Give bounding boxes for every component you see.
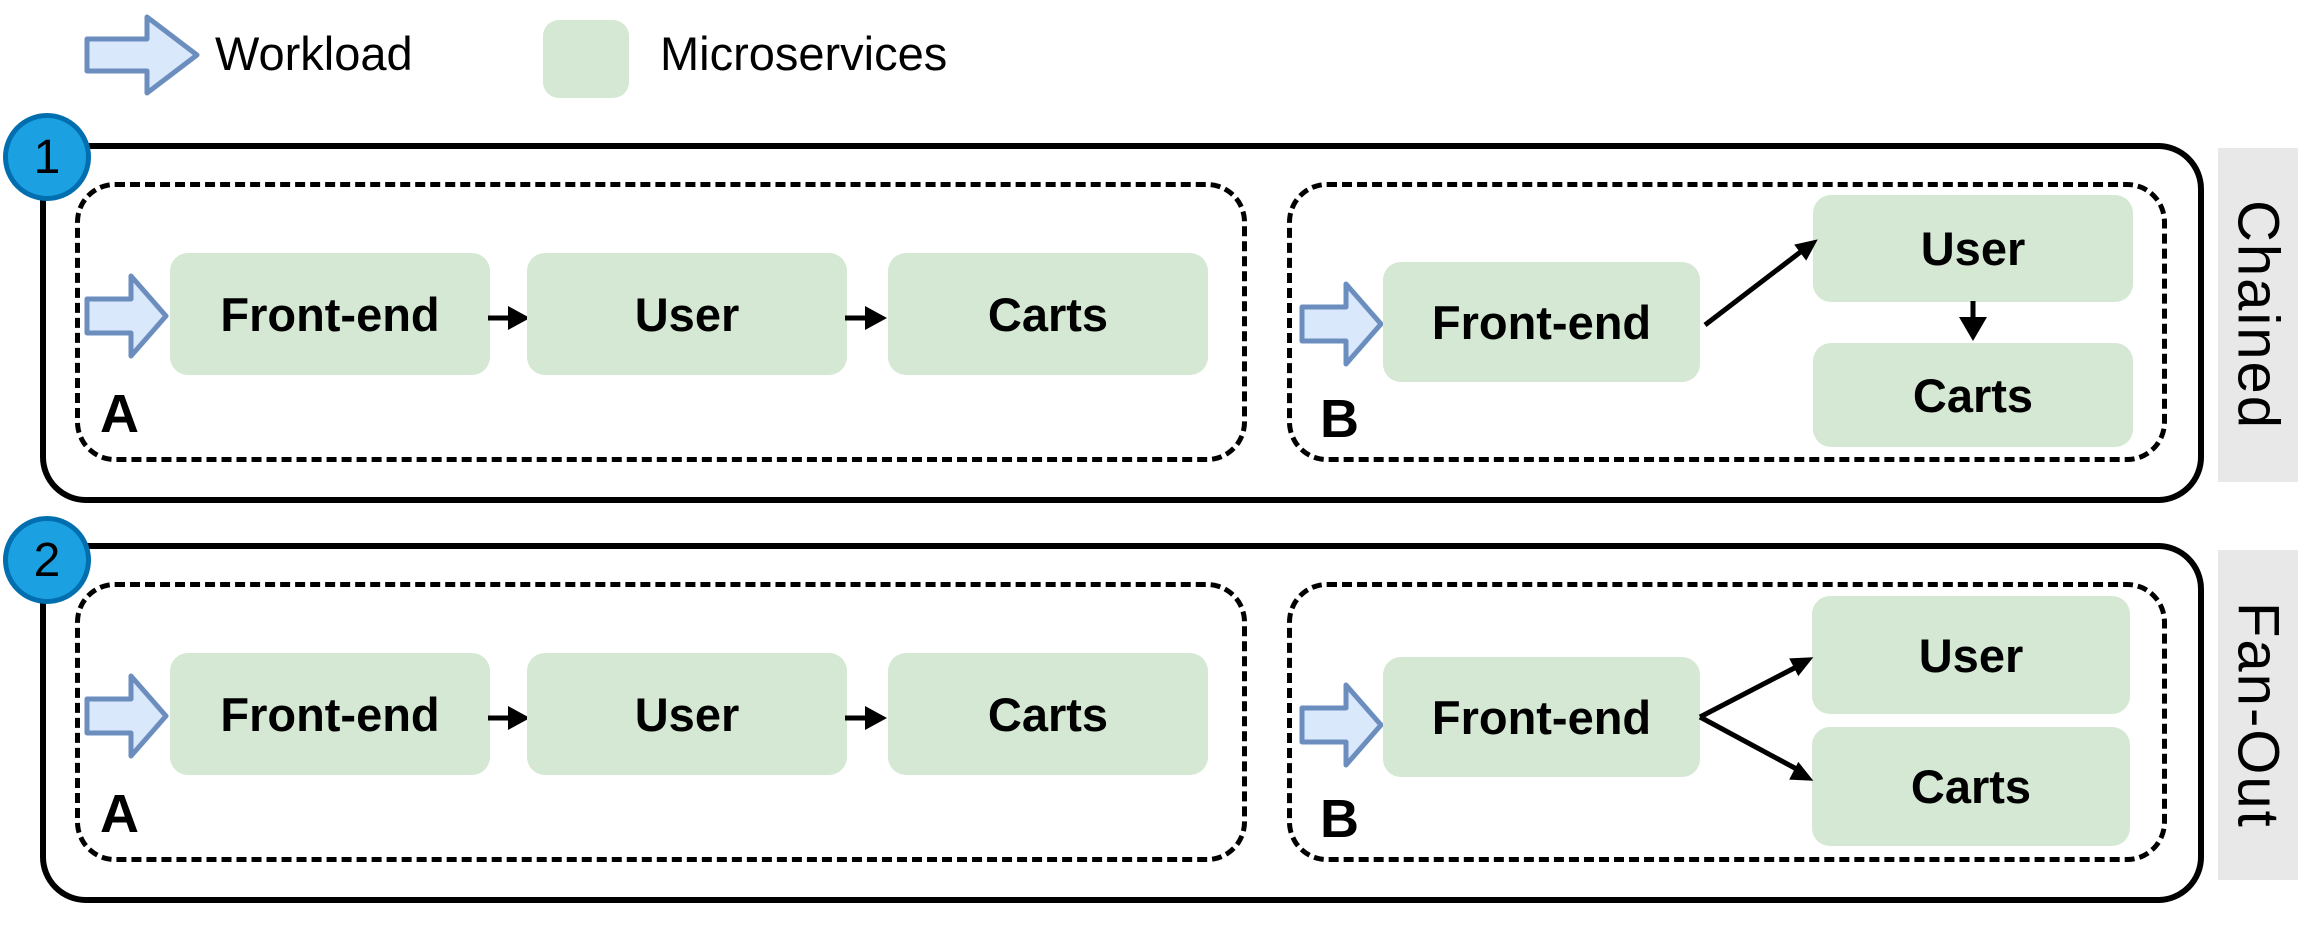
arrow-down-icon [1959,301,1987,341]
service-node-carts: Carts [1812,727,2130,846]
arrow-right-icon [488,306,530,330]
workload-arrow-icon [84,673,169,759]
service-node-user: User [527,653,847,775]
group-label: A [100,384,139,444]
arrow-right-icon [488,706,530,730]
group-2a: Front-end User Carts A [75,582,1247,862]
service-node-front-end: Front-end [170,653,490,775]
service-node-user: User [1813,195,2133,302]
arrow-right-icon [845,706,887,730]
group-label: A [100,784,139,844]
workload-arrow-icon [1299,682,1384,768]
group-1b: Front-end User Carts B [1287,182,2167,462]
service-node-carts: Carts [1813,343,2133,447]
service-node-carts: Carts [888,253,1208,375]
service-node-front-end: Front-end [1383,262,1700,382]
group-2b: Front-end User Carts B [1287,582,2167,862]
legend-microservices-label: Microservices [660,27,948,80]
service-node-front-end: Front-end [170,253,490,375]
service-node-carts: Carts [888,653,1208,775]
arrow-right-icon [845,306,887,330]
microservice-swatch-icon [543,20,629,98]
panel-1-number-badge: 1 [3,113,91,201]
panel-fan-out: Front-end User Carts A Front-end User Ca… [40,543,2204,903]
arrow-up-right-icon [1703,239,1818,327]
workload-arrow-icon [84,273,169,359]
legend-workload-label: Workload [215,27,413,80]
group-1a: Front-end User Carts A [75,182,1247,462]
panel-chained: Front-end User Carts A Front-end User Ca… [40,143,2204,503]
panel-2-number-badge: 2 [3,516,91,604]
workload-arrow-icon [84,14,200,96]
service-node-user: User [1812,596,2130,714]
fan-out-arrows-icon [1698,657,1814,781]
row-label-fan-out: Fan-Out [2218,550,2298,880]
service-node-front-end: Front-end [1383,657,1700,777]
row-label-chained: Chained [2218,148,2298,482]
workload-arrow-icon [1299,281,1384,367]
service-node-user: User [527,253,847,375]
group-label: B [1320,389,1359,449]
group-label: B [1320,789,1359,849]
